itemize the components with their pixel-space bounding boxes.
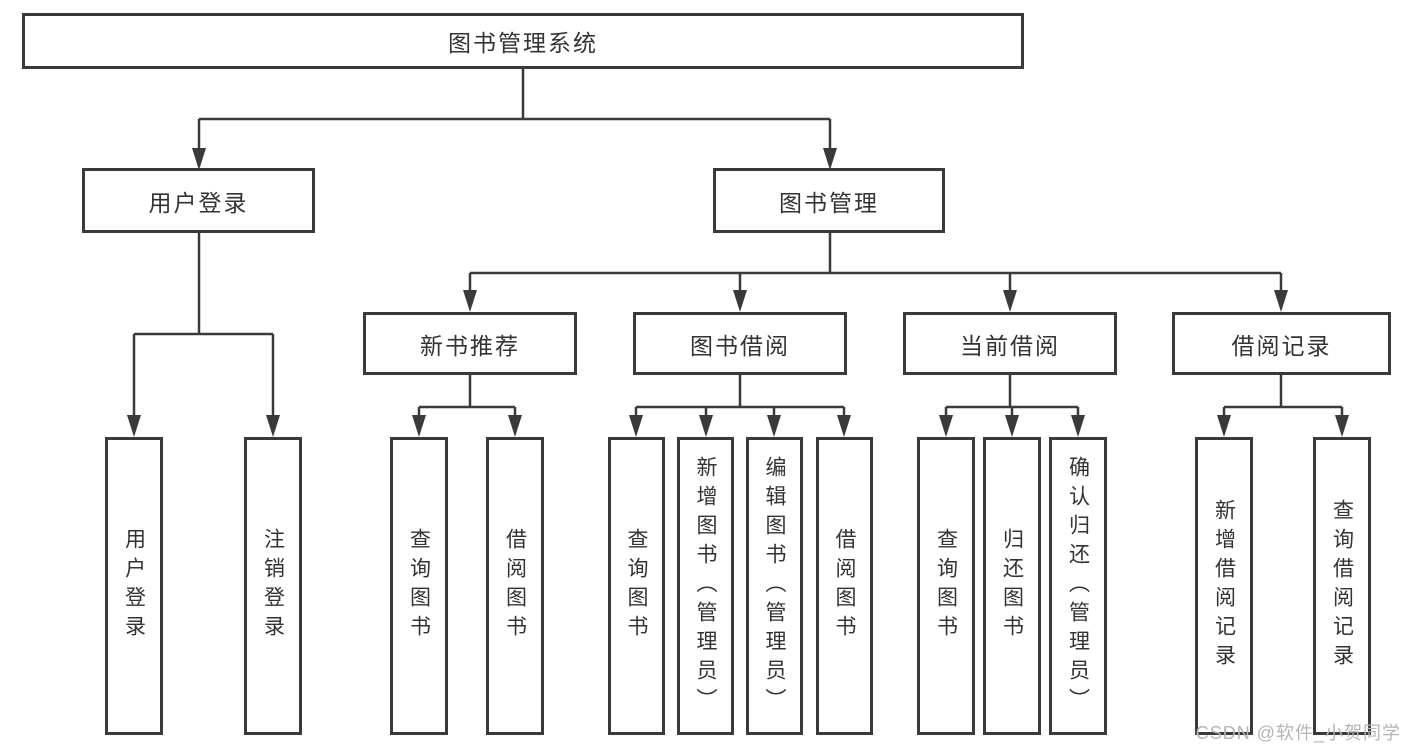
arrowheads <box>127 148 1349 437</box>
leaf-borrow-add-books-admin-label: 新增图书（管理员） <box>694 455 717 717</box>
node-user-login: 用户登录 <box>82 168 315 233</box>
node-borrow-record: 借阅记录 <box>1172 312 1391 375</box>
leaf-user-login: 用户登录 <box>105 437 163 735</box>
leaf-record-add: 新增借阅记录 <box>1195 437 1253 735</box>
leaf-borrow-borrow-books-label: 借阅图书 <box>833 528 856 644</box>
leaf-current-query-books-label: 查询图书 <box>934 528 958 644</box>
node-book-borrow: 图书借阅 <box>633 312 847 375</box>
csdn-watermark: CSDN @软件_小贺同学 <box>1195 723 1401 743</box>
leaf-borrow-edit-books-admin: 编辑图书（管理员） <box>746 437 803 735</box>
leaf-current-confirm-return-admin-label: 确认归还（管理员） <box>1066 455 1090 717</box>
node-book-management: 图书管理 <box>713 168 945 233</box>
leaf-newbook-borrow-books-label: 借阅图书 <box>503 528 527 644</box>
leaf-current-return-books-label: 归还图书 <box>1000 528 1024 644</box>
leaf-borrow-add-books-admin: 新增图书（管理员） <box>677 437 734 735</box>
leaf-current-return-books: 归还图书 <box>983 437 1041 735</box>
leaf-user-login-label: 用户登录 <box>122 528 146 644</box>
leaf-borrow-edit-books-admin-label: 编辑图书（管理员） <box>763 455 786 717</box>
leaf-borrow-query-books: 查询图书 <box>608 437 665 735</box>
leaf-record-add-label: 新增借阅记录 <box>1212 499 1236 673</box>
node-current-borrow: 当前借阅 <box>903 312 1117 375</box>
leaf-newbook-borrow-books: 借阅图书 <box>486 437 544 735</box>
leaf-current-query-books: 查询图书 <box>917 437 975 735</box>
leaf-record-query: 查询借阅记录 <box>1313 437 1371 735</box>
leaf-logout-login-label: 注销登录 <box>261 528 285 644</box>
node-new-book-recommend: 新书推荐 <box>363 312 577 375</box>
leaf-record-query-label: 查询借阅记录 <box>1330 499 1354 673</box>
leaf-logout-login: 注销登录 <box>244 437 302 735</box>
leaf-current-confirm-return-admin: 确认归还（管理员） <box>1049 437 1107 735</box>
leaf-newbook-query-books: 查询图书 <box>390 437 448 735</box>
leaf-borrow-query-books-label: 查询图书 <box>625 528 648 644</box>
node-root-library-system: 图书管理系统 <box>22 13 1024 69</box>
leaf-newbook-query-books-label: 查询图书 <box>407 528 431 644</box>
leaf-borrow-borrow-books: 借阅图书 <box>816 437 873 735</box>
